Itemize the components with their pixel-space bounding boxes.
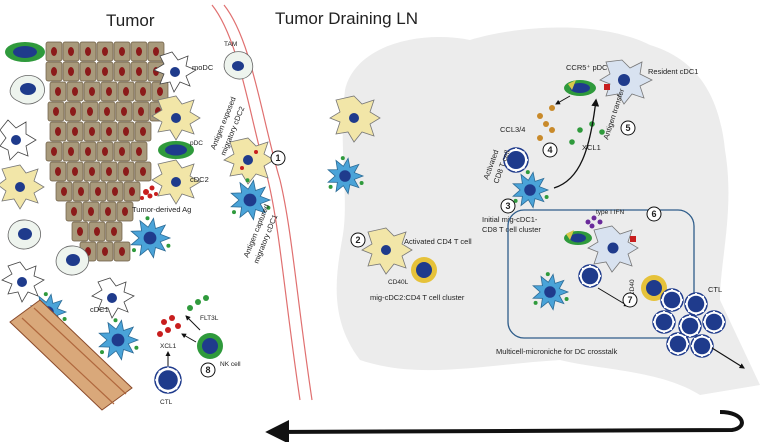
flt3l-label: FLT3L — [200, 315, 219, 322]
cluster-cd4-label: mig-cDC2:CD4 T cell cluster — [370, 293, 465, 302]
cdc2-label: cDC2 — [190, 175, 209, 184]
transit-cdc2-cell — [329, 95, 381, 143]
step-1: 1 — [270, 150, 286, 166]
microniche-cd4-t-cell — [641, 275, 667, 301]
macrophage-cell-3 — [7, 219, 42, 250]
modc-cell — [153, 51, 197, 93]
nk-cell — [197, 333, 223, 359]
ctl-cell-tumor — [154, 366, 182, 394]
tam-label: TAM — [224, 41, 237, 48]
svg-text:5: 5 — [625, 123, 630, 133]
activated-cd4-label: Activated CD4 T cell — [404, 237, 472, 246]
tumor-antigen-cluster — [140, 185, 158, 200]
xcl1-ln-dots — [569, 121, 605, 145]
cdc2-cell-left — [0, 164, 45, 210]
mig-cdc1-ln-cell — [512, 170, 550, 209]
step-8: 8 — [200, 362, 216, 378]
lymph-node-title: Tumor Draining LN — [275, 9, 418, 28]
svg-text:8: 8 — [205, 365, 210, 375]
vessel-line-right — [223, 4, 313, 401]
microniche-ctl — [578, 264, 602, 288]
pdc-label: pDC — [190, 140, 203, 147]
flt3l-green-dots — [187, 295, 209, 311]
blood-vessel-wall — [9, 299, 133, 411]
migratory-cdc1-cell — [230, 178, 272, 221]
xcl1-ln-label: XCL1 — [582, 143, 601, 152]
ccr5-pdc-cell — [564, 80, 596, 96]
macrophage-cell-1 — [9, 74, 45, 105]
step-2: 2 — [350, 232, 366, 248]
transit-cdc1-cell — [327, 156, 365, 195]
cdc1-cell-tumor-3 — [98, 318, 140, 361]
arrow-to-ctl — [597, 287, 629, 307]
cluster-cd8-line2: CD8 T cell cluster — [482, 225, 541, 234]
tumor-antigen-label: Tumor-derived Ag — [132, 205, 191, 214]
ccr5-pdc-label: CCR5⁺ pDC — [566, 63, 608, 72]
ctl-cluster — [652, 288, 726, 358]
cdc1-cell-tumor-1 — [130, 216, 172, 259]
nk-cell-label: NK cell — [220, 361, 241, 368]
microniche-mig-cdc1 — [532, 272, 570, 311]
activated-cd8-t-cell — [503, 147, 529, 173]
cd40-label: CD40 — [629, 279, 636, 296]
vessel-line-left — [211, 4, 301, 401]
type1-ifn-label: type I IFN — [596, 209, 624, 216]
return-arrow — [265, 410, 744, 442]
migratory-cdc2-cell — [223, 137, 275, 185]
arrow-nk-xcl1 — [181, 333, 197, 343]
modc-label: moDC — [192, 63, 214, 72]
microniche-pdc — [564, 230, 592, 245]
tumor-title: Tumor — [106, 11, 155, 30]
svg-text:7: 7 — [627, 295, 632, 305]
cdc1-tumor-label: cDC1 — [90, 305, 109, 314]
arrow-antigen-transfer — [553, 98, 600, 189]
ccl34-dots — [537, 105, 555, 141]
macrophage-cell-2 — [0, 119, 37, 161]
xcl1-tumor-label: XCL1 — [160, 343, 177, 350]
svg-text:6: 6 — [651, 209, 656, 219]
svg-text:2: 2 — [355, 235, 360, 245]
svg-text:1: 1 — [275, 153, 280, 163]
pdc-cell-right — [158, 141, 194, 159]
resident-cdc1-label: Resident cDC1 — [648, 67, 698, 76]
modc-cell-lower — [1, 261, 45, 303]
type1-ifn-dots — [585, 215, 603, 229]
cdc2-cell-tumor — [151, 159, 201, 205]
resident-cdc1-cell — [599, 59, 653, 105]
microniche-box — [507, 209, 695, 339]
svg-text:4: 4 — [547, 145, 552, 155]
ctl-tumor-label: CTL — [160, 399, 173, 406]
lymph-node-shape — [336, 27, 760, 395]
tam-cell — [223, 51, 254, 80]
modc-cell-lower-2 — [91, 277, 135, 319]
mig-cdc2-ln-cell — [361, 227, 413, 275]
cdc2-cell-topright — [151, 95, 201, 141]
ctl-ln-label: CTL — [708, 285, 722, 294]
arrow-ccr5-ccl — [555, 95, 571, 105]
cd40l-label-1: CD40L — [388, 279, 409, 286]
step-3: 3 — [500, 198, 516, 214]
arrow-flt3l — [185, 315, 201, 331]
step-4: 4 — [542, 142, 558, 158]
microniche-resident-cdc1 — [587, 225, 639, 273]
macrophage-cell-4 — [55, 245, 90, 276]
arrow-ctl-exit — [711, 347, 745, 369]
step-6: 6 — [646, 206, 662, 222]
tumor-mass — [45, 41, 169, 262]
step-7: 7 — [622, 292, 638, 308]
step-5: 5 — [620, 120, 636, 136]
activated-cd4-t-cell — [411, 257, 437, 283]
microniche-label: Multicell-microniche for DC crosstalk — [496, 347, 618, 356]
ccl34-label: CCL3/4 — [500, 125, 525, 134]
pdc-cell-topleft — [5, 42, 45, 62]
svg-text:3: 3 — [505, 201, 510, 211]
xcl1-red-dots — [157, 315, 181, 337]
